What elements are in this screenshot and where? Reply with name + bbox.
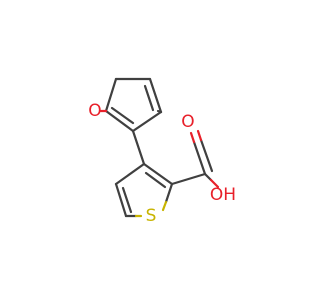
bond-furan-c4-c5-inner	[143, 84, 155, 112]
bond-c-double-o-red	[189, 131, 196, 144]
bond-thio-c2-s	[164, 182, 174, 204]
bond-thio-c3-c4	[114, 162, 146, 186]
molecule-structure: O S O OH	[88, 77, 236, 226]
bond-c-double-o	[192, 140, 207, 176]
structure-canvas: O S O OH	[88, 77, 237, 226]
hydroxyl-label: OH	[210, 185, 236, 205]
bond-c-oh-red	[209, 178, 220, 189]
bond-link	[131, 129, 146, 166]
bond-thio-c3-c2-inner	[144, 171, 167, 189]
bond-furan-o-c3	[104, 77, 118, 113]
bond-thio-c3-c2	[142, 162, 174, 186]
furan-oxygen-label: O	[88, 101, 101, 121]
bond-c-oh	[203, 172, 213, 182]
thiophene-sulfur-label: S	[146, 206, 157, 226]
carbonyl-oxygen-label: O	[181, 112, 194, 132]
bond-furan-c5-o	[156, 109, 163, 114]
bond-c-double-o-red-2	[196, 129, 203, 142]
bond-furan-c2-c3	[104, 109, 135, 133]
bond-thio-c4-c5-inner	[121, 186, 133, 214]
bond-furan-c4-c5	[148, 77, 163, 114]
bond-thio-s-c2	[161, 200, 168, 212]
bond-furan-c5-c2	[131, 110, 163, 133]
bond-c-double-o-2	[199, 138, 214, 173]
bond-furan-c2-c3-inner	[110, 106, 135, 125]
bond-c2-cooh	[170, 172, 207, 186]
bond-thio-c4-c5	[114, 182, 128, 218]
